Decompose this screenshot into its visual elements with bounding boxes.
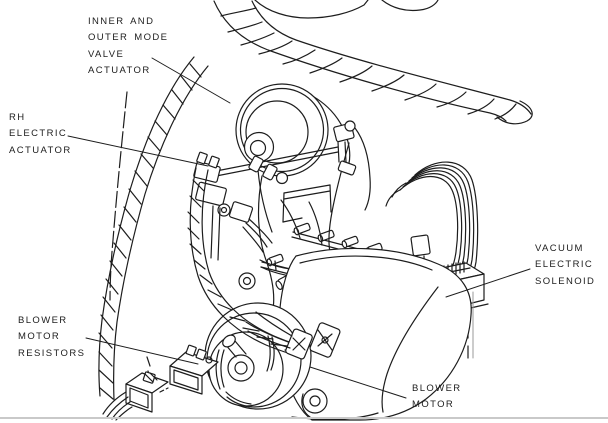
blower-motor [204,247,472,421]
page-bottom-rule [0,417,608,419]
label-line: BLOWER [18,315,68,326]
leader-lines [67,57,531,399]
label-line: MOTOR [18,331,61,343]
label-line: VACUUM [535,243,584,254]
label-line: INNER AND [88,16,155,27]
label-line: ELECTRIC [9,128,68,140]
label-line: ELECTRIC [535,259,594,271]
label-rh-electric-actuator: RH ELECTRIC ACTUATOR [9,110,72,159]
label-vacuum-electric-solenoid: VACUUM ELECTRIC SOLENOID [535,241,595,290]
label-line: SOLENOID [535,275,596,287]
blower-motor-resistor-connectors [102,344,219,421]
label-line: MOTOR [412,399,455,411]
label-line: VALVE [88,48,125,60]
label-line: ACTUATOR [9,144,72,156]
wiring-harness-left-wrap [98,56,209,401]
label-blower-motor-resistors: BLOWER MOTOR RESISTORS [18,313,85,362]
mode-valve-actuator [205,83,357,185]
wiring-harness-top [213,0,533,125]
label-line: RH [9,112,26,123]
label-line: ACTUATOR [88,65,151,77]
label-line: RESISTORS [18,347,86,359]
label-line: BLOWER [412,383,462,394]
label-blower-motor: BLOWER MOTOR [412,381,462,414]
case-edge-line [109,91,128,301]
label-line: OUTER MODE [88,32,169,44]
label-mode-valve-actuator: INNER AND OUTER MODE VALVE ACTUATOR [88,14,168,80]
blower-motor-connector [146,311,341,379]
